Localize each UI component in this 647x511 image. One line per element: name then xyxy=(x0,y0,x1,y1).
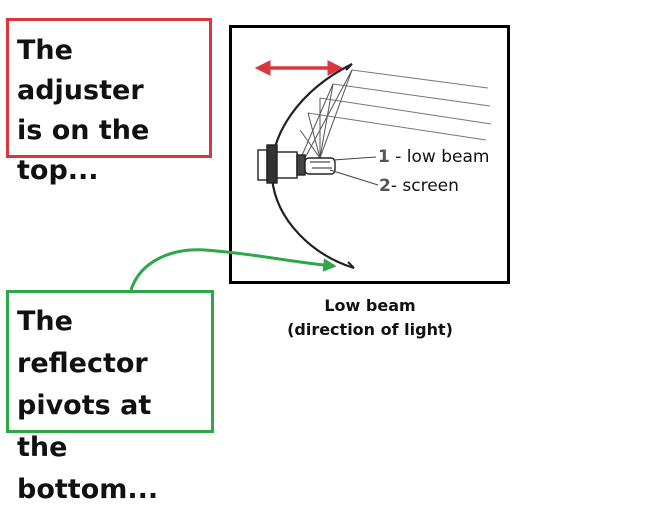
caption-line-2: (direction of light) xyxy=(287,320,453,339)
adjuster-callout-box: The adjuster is on the top... xyxy=(6,18,212,186)
reflector-pivot-callout-box: The reflector pivots at the bottom... xyxy=(6,290,214,505)
headlamp-diagram-frame xyxy=(229,25,510,284)
diagram-caption: Low beam (direction of light) xyxy=(270,294,470,342)
caption-line-1: Low beam xyxy=(324,296,416,315)
